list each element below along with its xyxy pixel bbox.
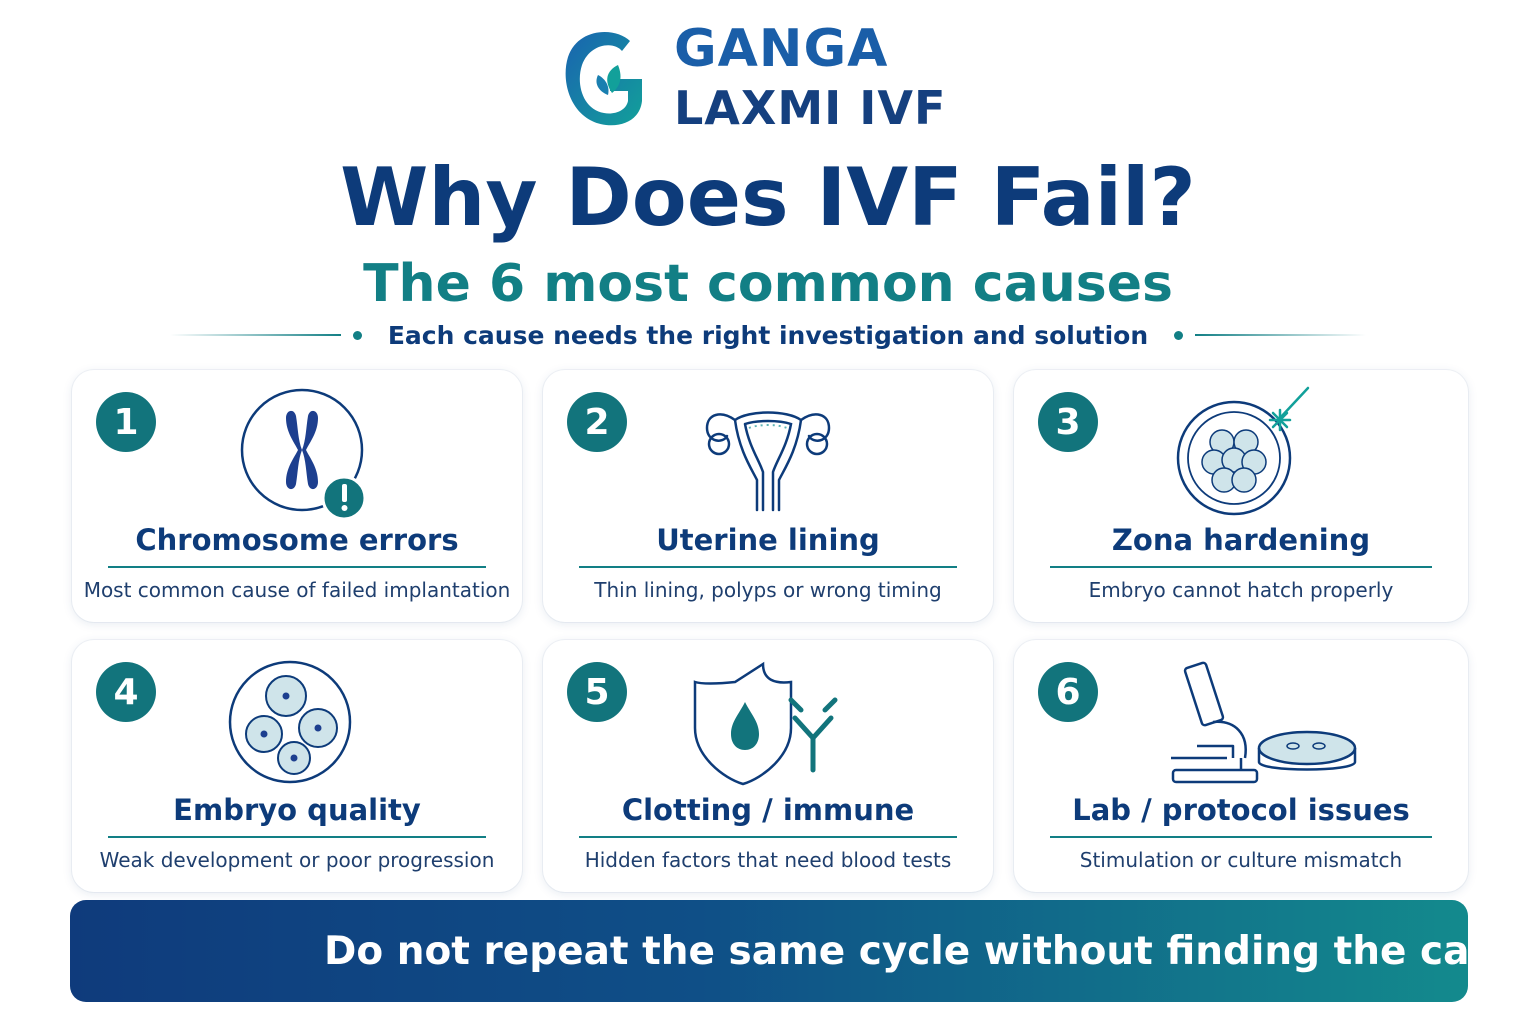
cause-description: Stimulation or culture mismatch: [1079, 848, 1403, 872]
shield-drop-antibody-icon: [693, 661, 838, 786]
cause-title: Lab / protocol issues: [1072, 793, 1410, 827]
bottom-banner: Do not repeat the same cycle without fin…: [70, 900, 1536, 1002]
embryo-cells-icon: [228, 660, 352, 784]
causes-grid: 1 Chromosome errors Most common cause of…: [72, 370, 1468, 892]
divider-dot-left: [352, 330, 362, 340]
cause-card-lab-protocol: 6 Lab / protocol issues Stimulation or c…: [1014, 640, 1468, 892]
cause-card-clotting-immune: 5 Clotting / immune Hidden factors that …: [543, 640, 993, 892]
embryo-laser-icon: [1176, 386, 1310, 516]
cause-card-uterine-lining: 2 Uterine lining Thin lining, polyps or …: [543, 370, 993, 622]
divider-dot-right: [1174, 330, 1184, 340]
cause-title: Chromosome errors: [135, 523, 459, 557]
cause-number-badge: 2: [567, 392, 627, 452]
cause-number-badge: 5: [567, 662, 627, 722]
uterus-icon: [705, 411, 831, 512]
page-title: Why Does IVF Fail?: [340, 151, 1196, 244]
brand-logo: GANGA LAXMI IVF: [556, 18, 946, 136]
page-subtitle: The 6 most common causes: [363, 254, 1173, 314]
brand-name-line2: LAXMI IVF: [674, 81, 947, 135]
cause-number-badge: 3: [1038, 392, 1098, 452]
cause-description: Hidden factors that need blood tests: [584, 848, 952, 872]
tagline: Each cause needs the right investigation…: [387, 320, 1149, 350]
divider-left: [170, 334, 341, 336]
cause-divider: [108, 836, 486, 838]
cause-card-chromosome-errors: 1 Chromosome errors Most common cause of…: [72, 370, 522, 622]
chromosome-icon: [240, 388, 367, 520]
cause-number-badge: 1: [96, 392, 156, 452]
divider-right: [1195, 334, 1366, 336]
cause-description: Embryo cannot hatch properly: [1088, 578, 1394, 602]
cause-divider: [579, 566, 957, 568]
cause-title: Zona hardening: [1111, 523, 1371, 557]
microscope-petri-icon: [1171, 661, 1357, 784]
cause-divider: [1050, 836, 1432, 838]
cause-divider: [579, 836, 957, 838]
cause-title: Embryo quality: [173, 793, 421, 827]
cause-description: Most common cause of failed implantation: [83, 578, 511, 602]
cause-divider: [1050, 566, 1432, 568]
cause-title: Clotting / immune: [621, 793, 915, 827]
cause-card-embryo-quality: 4 Embryo quality Weak development or poo…: [72, 640, 522, 892]
banner-message: Do not repeat the same cycle without fin…: [324, 928, 1536, 974]
cause-number-badge: 6: [1038, 662, 1098, 722]
cause-description: Weak development or poor progression: [99, 848, 495, 872]
ganga-logo-icon: [565, 31, 642, 126]
brand-name-line1: GANGA: [674, 19, 889, 79]
cause-number-badge: 4: [96, 662, 156, 722]
tagline-row: Each cause needs the right investigation…: [170, 318, 1366, 352]
cause-title: Uterine lining: [656, 523, 880, 557]
cause-divider: [108, 566, 486, 568]
cause-card-zona-hardening: 3 Zona hardening Embryo cannot hatch pro…: [1014, 370, 1468, 622]
cause-description: Thin lining, polyps or wrong timing: [594, 578, 942, 602]
